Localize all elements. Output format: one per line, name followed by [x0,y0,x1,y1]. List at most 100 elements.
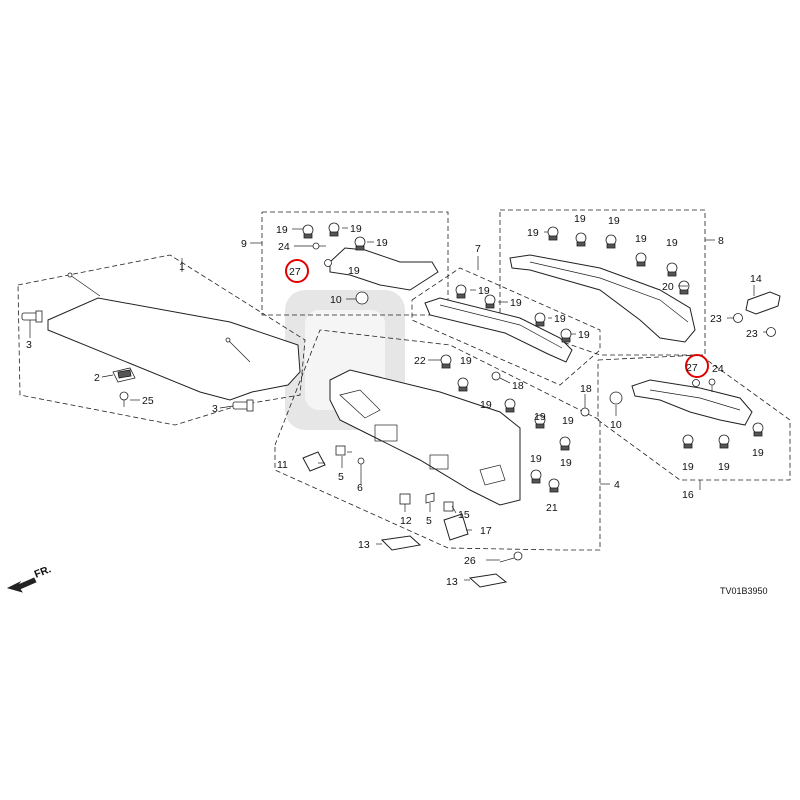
part-clip-5b [425,492,435,504]
part-handle-13b [468,573,508,588]
clip-19-g7-c [534,312,546,327]
part-cover-17 [443,513,469,541]
clip-19-g8-c [605,234,617,249]
part-cap-5a [335,445,346,456]
label-26: 26 [464,555,476,567]
clip-19-g7-b [484,294,496,309]
label-18a: 18 [512,380,524,392]
label-23b: 23 [746,328,758,340]
screw-24-g16 [708,378,716,392]
callout-labels: 1 3 2 25 3 9 19 19 24 19 27 19 10 19 19 … [26,213,764,588]
clip-18-a [491,371,501,381]
clip-23-b [766,327,776,337]
label-16: 16 [682,489,694,501]
label-7: 7 [475,243,481,255]
part-lining-4 [329,369,521,506]
group-box-1 [17,254,306,426]
label-19a: 19 [276,224,288,236]
label-19d: 19 [348,265,360,277]
clip-19-g8-d [635,252,647,267]
part-screw-25 [119,391,129,407]
label-19k: 19 [510,297,522,309]
label-19u: 19 [718,461,730,473]
label-22: 22 [414,355,426,367]
part-screw-26 [499,551,523,563]
diagram-code: TV01B3950 [720,586,768,596]
part-garnish-7 [424,297,573,363]
clip-20-g8 [678,280,690,295]
clip-19-g9-b [328,222,340,237]
clip-19-g16-a [682,434,694,449]
washer-27-g16 [692,379,700,387]
screw-24-g9 [312,242,326,250]
label-10a: 10 [330,294,342,306]
clip-19-g4-b [504,398,516,413]
label-15: 15 [458,509,470,521]
label-13b: 13 [446,576,458,588]
label-19i: 19 [666,237,678,249]
highlight-27-left [285,259,309,283]
label-19v: 19 [752,447,764,459]
washer-27-g9 [324,259,332,267]
label-3a: 3 [26,339,32,351]
part-cap-15 [443,501,454,512]
label-19h: 19 [635,233,647,245]
part-pin-6 [357,457,365,478]
clip-19-g8-b [575,232,587,247]
label-19m: 19 [578,329,590,341]
label-19b: 19 [350,223,362,235]
highlight-27-right [685,354,709,378]
label-8: 8 [718,235,724,247]
label-6: 6 [357,482,363,494]
label-14: 14 [750,273,762,285]
clip-19-g4-e [530,469,542,484]
label-10b: 10 [610,419,622,431]
clip-19-g8-a [547,226,559,241]
label-19o: 19 [480,399,492,411]
label-19n: 19 [460,355,472,367]
label-3b: 3 [212,403,218,415]
group-box-16 [597,354,791,481]
label-19r: 19 [530,453,542,465]
label-19e: 19 [527,227,539,239]
clip-19-g4-c [534,414,546,429]
clip-21 [548,478,560,493]
clip-19-g9-c [354,236,366,251]
label-5b: 5 [426,515,432,527]
clip-19-g8-e [666,262,678,277]
clip-22 [440,354,452,369]
clip-19-g9-a [302,224,314,239]
clip-19-g4-a [457,377,469,392]
label-19l: 19 [554,313,566,325]
label-21: 21 [546,502,558,514]
part-handle-13a [380,535,422,551]
label-19f: 19 [574,213,586,225]
part-garnish-16 [631,379,753,426]
clip-19-g7-d [560,328,572,343]
clip-18-b [580,407,590,417]
label-19c: 19 [376,237,388,249]
label-12: 12 [400,515,412,527]
clip-23-a [733,313,743,323]
part-cover-11 [302,451,326,472]
part-pin-3b [232,399,254,412]
part-garnish-8 [509,254,696,343]
clip-19-g16-c [752,422,764,437]
group-box-7 [411,267,601,386]
group-box-4 [274,329,601,551]
clip-19-g16-b [718,434,730,449]
clip-10-g16 [609,391,623,405]
label-27a: 27 [289,266,301,278]
part-pin-3a [21,310,43,323]
front-arrow-label: FR. [33,563,53,580]
leader-lines [29,227,767,581]
label-5a: 5 [338,471,344,483]
label-18b: 18 [580,383,592,395]
clip-19-g7-a [455,284,467,299]
label-19s: 19 [560,457,572,469]
label-19q: 19 [562,415,574,427]
label-4: 4 [614,479,620,491]
label-13a: 13 [358,539,370,551]
